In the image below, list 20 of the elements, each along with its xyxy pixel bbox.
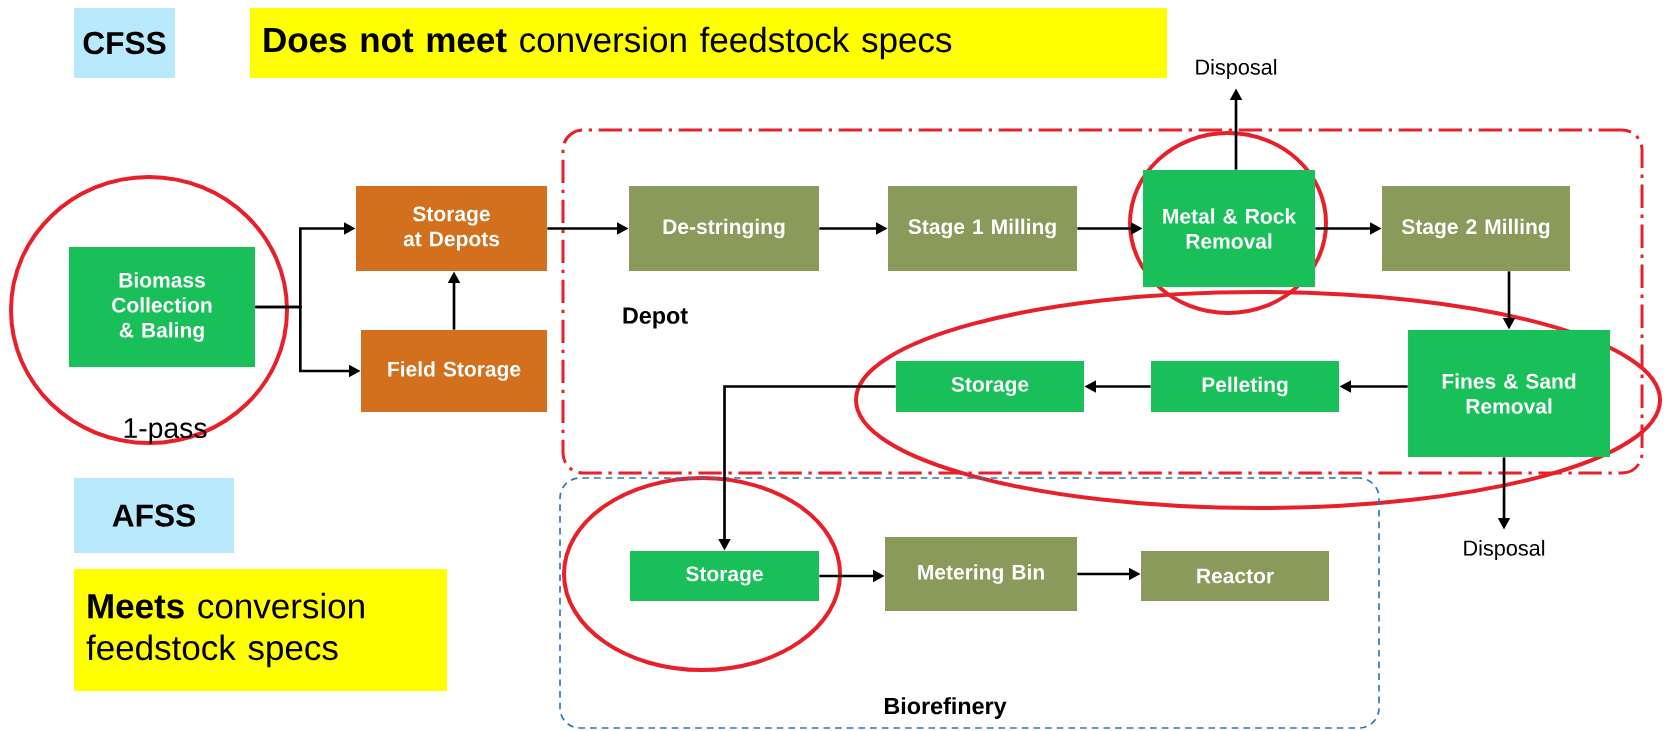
disposal-text: Disposal	[1196, 58, 1277, 80]
process-box: Storage at Depots	[356, 186, 547, 271]
process-box: Storage	[896, 361, 1084, 412]
disposal-text: Disposal	[1464, 539, 1545, 561]
process-box: Metering Bin	[885, 537, 1077, 611]
note-box: Meets conversion feedstock specs	[74, 569, 447, 691]
tag-box: CFSS	[74, 8, 175, 78]
process-box: Field Storage	[361, 330, 547, 412]
process-box: Storage	[630, 551, 819, 601]
pass-label: 1-pass	[124, 418, 207, 444]
process-box: De-stringing	[629, 186, 819, 271]
process-box: Reactor	[1141, 551, 1329, 601]
process-box: Pelleting	[1151, 361, 1339, 412]
process-box: Stage 2 Milling	[1382, 186, 1570, 271]
note-box: Does not meet conversion feedstock specs	[250, 8, 1167, 78]
process-box: Biomass Collection & Baling	[69, 247, 255, 367]
process-box: Fines & Sand Removal	[1408, 330, 1610, 457]
process-box: Metal & Rock Removal	[1143, 170, 1315, 287]
tag-box: AFSS	[74, 478, 234, 553]
process-box: Stage 1 Milling	[888, 186, 1077, 271]
